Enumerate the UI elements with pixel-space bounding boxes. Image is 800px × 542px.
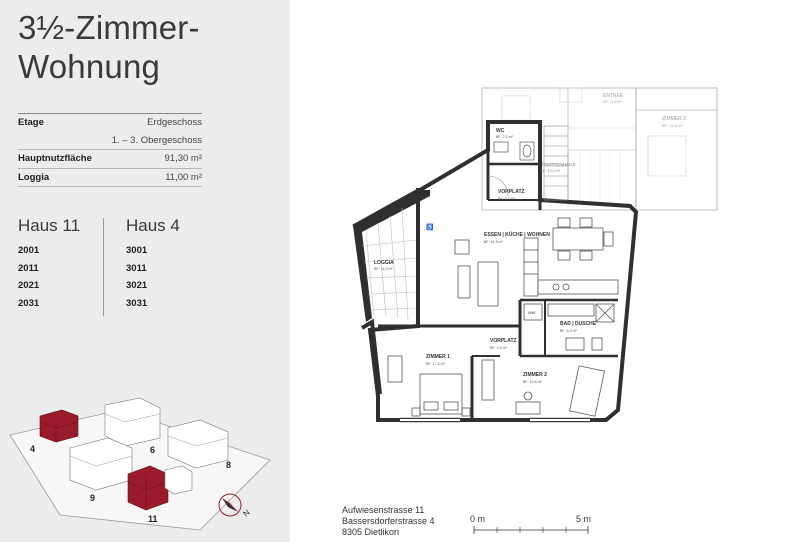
room-wc-area: BF: 2.2 m² [496, 135, 514, 139]
spec-label: Hauptnutzfläche [18, 153, 92, 164]
room-loggia-name: LOGGIA [374, 260, 394, 266]
spec-value: Erdgeschoss [147, 117, 202, 128]
address-line: Aufwiesenstrasse 11 [342, 505, 425, 515]
building-8 [167, 419, 229, 469]
divider [18, 167, 202, 169]
floor-plan-drawing: ENTREE BF: 3.4 m² ZIMMER 3 BF: 14.8 m² L… [352, 87, 718, 423]
building-4 [39, 409, 79, 443]
accessibility-icon: ♿ [426, 223, 434, 231]
building-11 [127, 465, 193, 511]
spec-value: 1. – 3. Obergeschoss [111, 134, 202, 146]
room-zimmer2-name: ZIMMER 2 [523, 372, 547, 378]
bathroom-fixtures [547, 303, 615, 351]
spec-row-hauptnutzflaeche: Hauptnutzfläche 91,30 m² [18, 150, 202, 168]
unit-number: 3011 [126, 262, 147, 274]
room-entree-name: ENTREE [603, 93, 624, 99]
room-vorplatz-mid-area: BF: 2.6 m² [490, 346, 508, 350]
scale-end-label: 5 m [576, 514, 592, 524]
bedroom-1-furniture [387, 355, 471, 417]
unit-number: 2021 [18, 280, 40, 291]
haus-11-block: Haus 11 2001 2011 2021 2031 [18, 216, 80, 312]
haus-title: Haus 11 [18, 216, 81, 235]
site-label-8: 8 [226, 460, 231, 470]
room-bad-area: BF: 6.3 m² [560, 329, 578, 333]
unit-number: 3021 [126, 280, 148, 291]
building-6 [104, 397, 161, 447]
address-block: Aufwiesenstrasse 11 Bassersdorferstrasse… [342, 505, 435, 538]
floor-plan: ENTREE BF: 3.4 m² ZIMMER 3 BF: 14.8 m² L… [290, 0, 800, 542]
room-vorplatz-top-name: VORPLATZ [498, 189, 525, 195]
site-label-11: 11 [148, 514, 158, 524]
divider [18, 186, 202, 187]
sofa [454, 239, 499, 307]
spec-value: 11,00 m² [165, 171, 202, 183]
address-line: 8305 Dietlikon [342, 527, 400, 537]
page-title: 3½-Zimmer- Wohnung [18, 8, 200, 86]
address-line: Bassersdorferstrasse 4 [342, 516, 435, 526]
title-line-2: Wohnung [18, 48, 161, 85]
info-panel: 3½-Zimmer- Wohnung Etage Erdgeschoss 1. … [0, 0, 290, 542]
scale-ruler [473, 526, 589, 534]
spec-row-etage-2: 1. – 3. Obergeschoss [18, 132, 202, 150]
window-lines [400, 417, 590, 423]
unit-number: 2031 [18, 297, 40, 309]
room-vorplatz-top-area: BF: 6.7 m² [498, 197, 516, 201]
room-wm-name: WM [528, 310, 535, 315]
room-treppenhaus-area: BF: 13.0 m² [541, 169, 561, 173]
bedroom-2-furniture [515, 365, 605, 417]
site-label-6: 6 [150, 445, 155, 455]
spec-value: 91,30 m² [164, 153, 203, 164]
interior-walls [378, 122, 618, 420]
spec-row-etage: Etage Erdgeschoss [18, 114, 202, 132]
room-zimmer1-area: BF: 17.4 m² [426, 362, 446, 366]
unit-number: 2001 [18, 245, 40, 256]
staircase [543, 125, 569, 201]
compass-icon [218, 493, 242, 517]
room-loggia-area: BF: 11.0 m² [374, 267, 393, 271]
room-treppenhaus-name: TREPPENHAUS [541, 162, 575, 167]
haus-title: Haus 4 [126, 216, 180, 235]
divider [18, 113, 202, 114]
unit-number: 2011 [18, 262, 39, 274]
room-zimmer3-area: BF: 14.8 m² [662, 123, 684, 128]
compass-north-label: N [242, 508, 252, 519]
loggia-floor [361, 207, 417, 321]
exterior-walls [352, 120, 639, 422]
room-zimmer3-name: ZIMMER 3 [662, 116, 686, 122]
divider [18, 149, 202, 150]
room-vorplatz-mid-name: VORPLATZ [490, 338, 517, 344]
room-essen-name: ESSEN | KÜCHE | WOHNEN [484, 231, 550, 238]
scale-bar: 0 m 5 m [466, 514, 596, 536]
haus-divider [103, 218, 104, 316]
site-map: 4 6 8 9 11 N [9, 397, 271, 531]
spec-table: Etage Erdgeschoss 1. – 3. Obergeschoss H… [18, 113, 202, 187]
room-bad-name: BAD | DUSCHE [560, 321, 597, 327]
dining-table [552, 217, 614, 261]
wc-fixtures [493, 141, 535, 161]
spec-label: Etage [18, 117, 44, 128]
title-line-1: 3½-Zimmer- [18, 9, 200, 46]
kitchen-counter [523, 237, 619, 297]
unit-number: 3001 [126, 245, 148, 256]
haus-4-block: Haus 4 3001 3011 3021 3031 [126, 216, 180, 312]
room-entree-area: BF: 3.4 m² [603, 99, 622, 104]
site-label-4: 4 [30, 444, 35, 454]
room-essen-area: BF: 41.5 m² [484, 240, 504, 244]
room-wc-name: WC [496, 128, 505, 134]
washing-machine [523, 303, 543, 321]
wardrobe [481, 359, 495, 401]
spec-row-loggia: Loggia 11,00 m² [18, 169, 202, 187]
site-label-9: 9 [90, 493, 95, 503]
door-swing [487, 175, 509, 197]
scale-start-label: 0 m [470, 514, 486, 524]
room-zimmer1-name: ZIMMER 1 [426, 354, 450, 360]
room-zimmer2-area: BF: 14.6 m² [523, 380, 543, 384]
spec-label: Loggia [18, 171, 50, 183]
building-9 [69, 437, 133, 491]
unit-number: 3031 [126, 297, 148, 309]
